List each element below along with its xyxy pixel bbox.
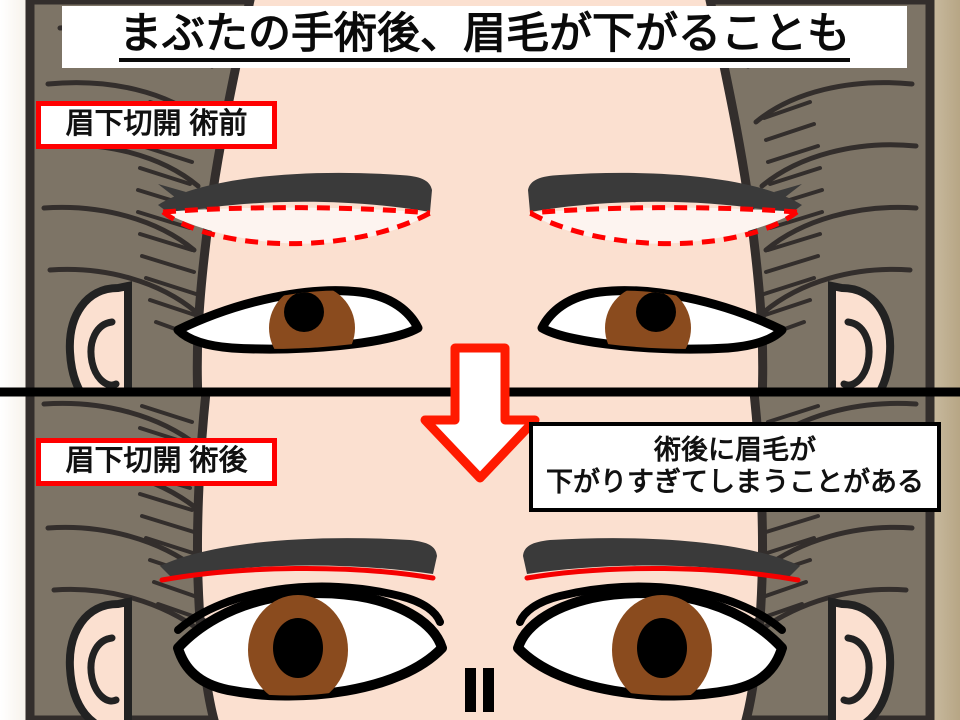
pupil-left-after [273, 618, 323, 678]
ear-inner-right-after [840, 634, 873, 705]
face-skin-before [30, 0, 930, 392]
label-after-surgery-text: 眉下切開 術後 [65, 444, 248, 477]
iris-group-right-before [605, 290, 691, 350]
pupil-right-before [636, 292, 676, 332]
ear-left-after [65, 597, 132, 720]
eyebrow-left-after [160, 538, 437, 578]
callout-line-1: 術後に眉毛が [654, 435, 816, 466]
ear-inner-right-before [840, 318, 873, 389]
pupil-right-after [637, 618, 687, 678]
label-before-surgery: 眉下切開 術前 [36, 101, 277, 149]
eyebrow-left-tip-before [158, 184, 186, 198]
label-before-surgery-text: 眉下切開 術前 [65, 107, 248, 140]
page-title: まぶたの手術後、眉毛が下がることも [119, 12, 850, 62]
incision-bottom-left-before [161, 210, 432, 247]
eyebrow-left-before [158, 172, 432, 214]
nose-bridge-mark-left [465, 668, 476, 712]
panel-after [25, 392, 935, 720]
iris-group-left-before [269, 290, 355, 350]
label-after-surgery: 眉下切開 術後 [36, 438, 277, 486]
eyelid-crease-right-after [516, 582, 786, 634]
ear-right-after [828, 597, 895, 720]
incision-top-right-before [529, 205, 798, 216]
pupil-left-before [284, 292, 324, 332]
incision-bottom-right-before [528, 210, 799, 247]
iris-group-right-after [612, 595, 712, 696]
page-title-banner: まぶたの手術後、眉毛が下がることも [62, 6, 907, 68]
iris-group-left-after [248, 595, 348, 696]
ear-left-before [65, 281, 132, 392]
ear-inner-left-before [87, 318, 120, 389]
scar-line-right-after [524, 565, 801, 583]
ear-inner-left-after [87, 634, 120, 705]
eyebrow-right-before [528, 172, 802, 214]
eyebrow-right-tip-before [774, 184, 802, 198]
eyelid-crease-left-after [174, 582, 444, 634]
callout-line-2: 下がりすぎてしまうことがある [546, 467, 924, 497]
incision-top-left-before [162, 205, 431, 216]
nose-bridge-mark-right [483, 668, 494, 712]
ear-right-before [828, 281, 895, 392]
eyebrow-right-after [523, 538, 800, 578]
down-arrow-icon [420, 343, 540, 483]
callout-box: 術後に眉毛が 下がりすぎてしまうことがある [529, 422, 941, 512]
scar-line-left-after [159, 565, 436, 583]
